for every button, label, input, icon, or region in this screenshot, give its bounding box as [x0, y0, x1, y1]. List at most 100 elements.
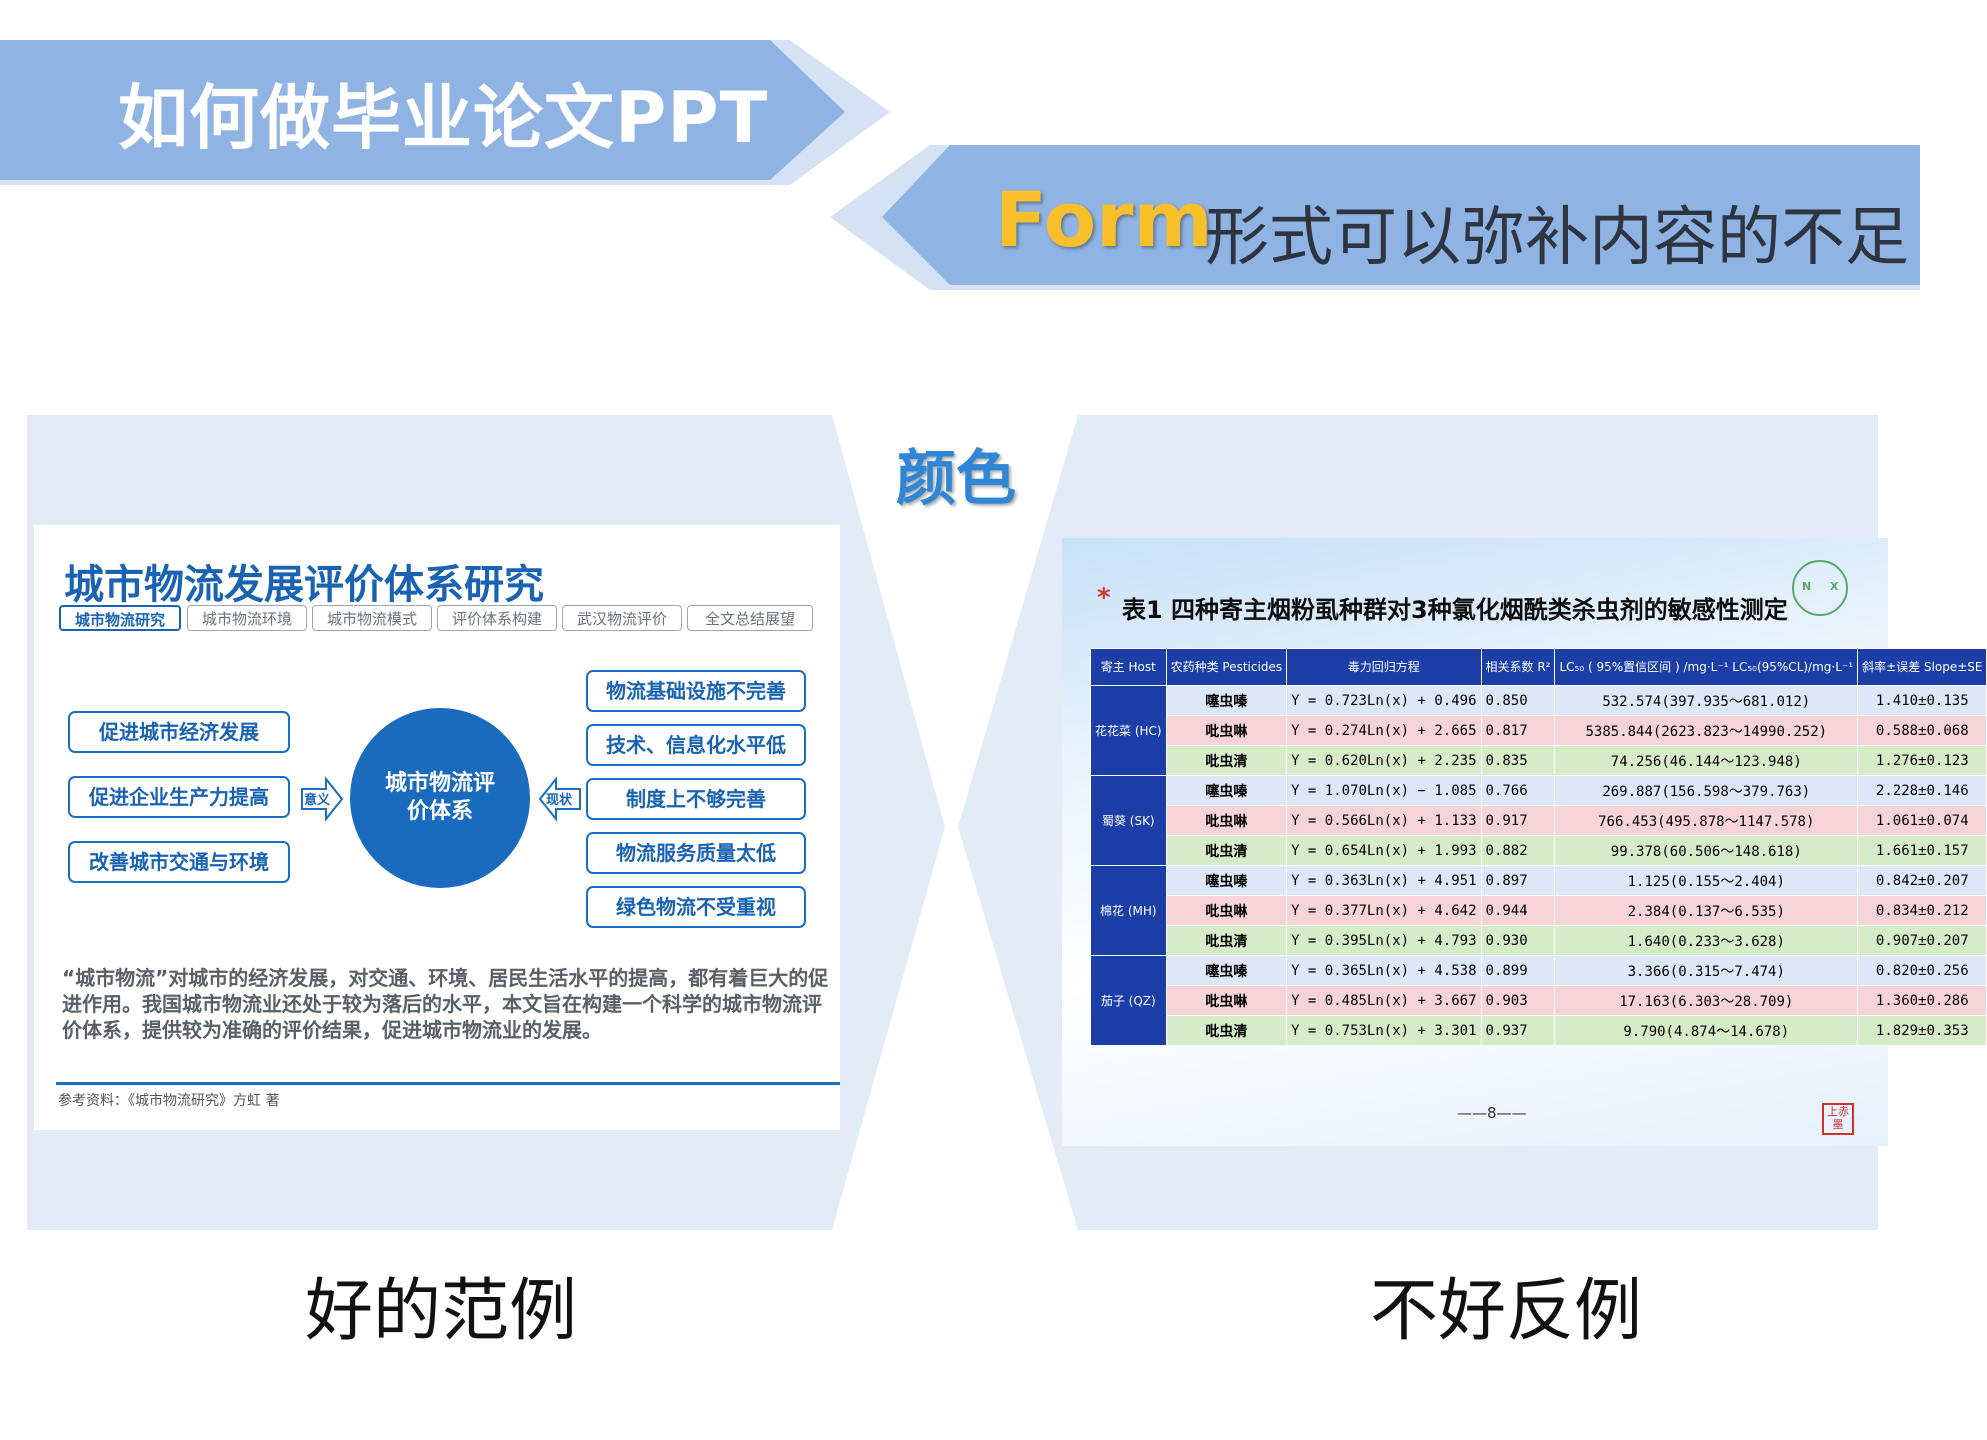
- lc-cell: 5385.844(2623.823～14990.252): [1554, 715, 1859, 746]
- r2-cell: 0.944: [1480, 895, 1556, 926]
- center-label: 颜色: [896, 444, 1016, 514]
- eq-cell: Y = 0.753Ln(x) + 3.301: [1286, 1015, 1482, 1046]
- slide-tab-4[interactable]: 评价体系构建: [437, 605, 557, 631]
- table-title: 表1 四种寄主烟粉虱种群对3种氯化烟酰类杀虫剂的敏感性测定: [1122, 596, 1788, 624]
- center-circle: 城市物流评价体系: [350, 708, 530, 888]
- seal-icon: 上赤 墨: [1822, 1103, 1854, 1135]
- eq-cell: Y = 0.377Ln(x) + 4.642: [1286, 895, 1482, 926]
- r2-cell: 0.817: [1480, 715, 1556, 746]
- slope-cell: 0.842±0.207: [1857, 865, 1987, 896]
- title-star: *: [1097, 583, 1111, 613]
- pest-cell: 噻虫嗪: [1165, 865, 1288, 896]
- slope-cell: 0.820±0.256: [1857, 955, 1987, 986]
- lc-cell: 3.366(0.315～7.474): [1554, 955, 1859, 986]
- logo-letter-x: X: [1830, 580, 1839, 593]
- lc-cell: 74.256(46.144～123.948): [1554, 745, 1859, 776]
- eq-cell: Y = 0.566Ln(x) + 1.133: [1286, 805, 1482, 836]
- eq-cell: Y = 0.365Ln(x) + 4.538: [1286, 955, 1482, 986]
- slide-paragraph: “城市物流”对城市的经济发展，对交通、环境、居民生活水平的提高，都有着巨大的促进…: [62, 966, 829, 1042]
- host-cell: 茄子 (QZ): [1090, 955, 1167, 1046]
- eq-cell: Y = 0.274Ln(x) + 2.665: [1286, 715, 1482, 746]
- lc-cell: 1.640(0.233～3.628): [1554, 925, 1859, 956]
- table-row: 吡虫啉 Y = 0.566Ln(x) + 1.133 0.917 766.453…: [1091, 805, 1987, 836]
- r2-cell: 0.766: [1480, 775, 1556, 806]
- right-box-5: 绿色物流不受重视: [586, 886, 806, 928]
- left-box-1: 促进城市经济发展: [68, 711, 290, 753]
- pest-cell: 吡虫啉: [1165, 715, 1288, 746]
- left-box-2: 促进企业生产力提高: [68, 776, 290, 818]
- right-arrow-icon: [538, 776, 581, 822]
- eq-cell: Y = 0.485Ln(x) + 3.667: [1286, 985, 1482, 1016]
- host-cell: 棉花 (MH): [1090, 865, 1167, 956]
- table-row: 花花菜 (HC) 噻虫嗪 Y = 0.723Ln(x) + 0.496 0.85…: [1090, 685, 1987, 776]
- subtitle-text: 形式可以弥补内容的不足: [1205, 201, 1909, 275]
- header-lc50: LC₅₀ ( 95%置信区间 ) /mg·L⁻¹ LC₅₀(95%CL)/mg·…: [1554, 648, 1859, 686]
- left-arrow-icon: [301, 776, 344, 822]
- lc-cell: 1.125(0.155～2.404): [1554, 865, 1859, 896]
- slope-cell: 1.829±0.353: [1857, 1015, 1987, 1046]
- eq-cell: Y = 1.070Ln(x) − 1.085: [1286, 775, 1482, 806]
- slide-tab-1[interactable]: 城市物流研究: [59, 605, 181, 631]
- r2-cell: 0.930: [1480, 925, 1556, 956]
- lc-cell: 9.790(4.874～14.678): [1554, 1015, 1859, 1046]
- right-box-1: 物流基础设施不完善: [586, 670, 806, 712]
- right-box-4: 物流服务质量太低: [586, 832, 806, 874]
- r2-cell: 0.897: [1480, 865, 1556, 896]
- r2-cell: 0.903: [1480, 985, 1556, 1016]
- page-title: 如何做毕业论文PPT: [118, 77, 769, 159]
- lc-cell: 99.378(60.506～148.618): [1554, 835, 1859, 866]
- subtitle-banner: [830, 145, 1920, 290]
- pest-cell: 吡虫清: [1165, 745, 1288, 776]
- r2-cell: 0.917: [1480, 805, 1556, 836]
- bad-example-slide: * 表1 四种寄主烟粉虱种群对3种氯化烟酰类杀虫剂的敏感性测定 N X 寄主 H…: [1062, 538, 1987, 1146]
- eq-cell: Y = 0.620Ln(x) + 2.235: [1286, 745, 1482, 776]
- lc-cell: 269.887(156.598～379.763): [1554, 775, 1859, 806]
- slide-tab-6[interactable]: 全文总结展望: [687, 605, 813, 631]
- right-arrow-label: 现状: [546, 793, 573, 808]
- table-row: 棉花 (MH) 噻虫嗪 Y = 0.363Ln(x) + 4.951 0.897…: [1090, 865, 1987, 956]
- right-box-3: 制度上不够完善: [586, 778, 806, 820]
- slide-reference: 参考资料：《城市物流研究》方虹 著: [58, 1093, 280, 1109]
- left-box-3: 改善城市交通与环境: [68, 841, 290, 883]
- slide-divider: [56, 1082, 840, 1085]
- lc-cell: 532.574(397.935～681.012): [1554, 685, 1859, 716]
- slide-tab-2[interactable]: 城市物流环境: [187, 605, 307, 631]
- good-example-slide: 城市物流发展评价体系研究 城市物流研究 城市物流环境 城市物流模式 评价体系构建…: [34, 525, 840, 1130]
- page-number: ——8——: [1457, 1104, 1527, 1122]
- r2-cell: 0.937: [1480, 1015, 1556, 1046]
- pest-cell: 吡虫清: [1165, 925, 1288, 956]
- slope-cell: 0.834±0.212: [1857, 895, 1987, 926]
- r2-cell: 0.835: [1480, 745, 1556, 776]
- r2-cell: 0.850: [1480, 685, 1556, 716]
- slope-cell: 1.661±0.157: [1857, 835, 1987, 866]
- slope-cell: 1.410±0.135: [1857, 685, 1987, 716]
- slope-cell: 0.588±0.068: [1857, 715, 1987, 746]
- subtitle-highlight: Form: [995, 175, 1213, 264]
- right-box-2: 技术、信息化水平低: [586, 724, 806, 766]
- table-row: 吡虫啉 Y = 0.274Ln(x) + 2.665 0.817 5385.84…: [1091, 715, 1987, 746]
- pest-cell: 噻虫嗪: [1165, 685, 1288, 716]
- table-row: 吡虫啉 Y = 0.377Ln(x) + 4.642 0.944 2.384(0…: [1091, 895, 1987, 926]
- table-row: 吡虫清 Y = 0.620Ln(x) + 2.235 0.835 74.256(…: [1091, 745, 1987, 776]
- table-row: 蜀葵 (SK) 噻虫嗪 Y = 1.070Ln(x) − 1.085 0.766…: [1090, 775, 1987, 866]
- slope-cell: 1.061±0.074: [1857, 805, 1987, 836]
- slope-cell: 1.276±0.123: [1857, 745, 1987, 776]
- slide-tab-5[interactable]: 武汉物流评价: [562, 605, 682, 631]
- slope-cell: 0.907±0.207: [1857, 925, 1987, 956]
- r2-cell: 0.899: [1480, 955, 1556, 986]
- lc-cell: 766.453(495.878～1147.578): [1554, 805, 1859, 836]
- good-caption: 好的范例: [305, 1272, 578, 1351]
- table-row: 吡虫啉 Y = 0.485Ln(x) + 3.667 0.903 17.163(…: [1091, 985, 1987, 1016]
- slide-tab-3[interactable]: 城市物流模式: [312, 605, 432, 631]
- pest-cell: 噻虫嗪: [1165, 775, 1288, 806]
- header-host: 寄主 Host: [1090, 648, 1167, 686]
- slope-cell: 2.228±0.146: [1857, 775, 1987, 806]
- pest-cell: 吡虫清: [1165, 835, 1288, 866]
- pest-cell: 噻虫嗪: [1165, 955, 1288, 986]
- eq-cell: Y = 0.395Ln(x) + 4.793: [1286, 925, 1482, 956]
- logo-icon: N X: [1792, 560, 1848, 616]
- header-pesticides: 农药种类 Pesticides: [1165, 648, 1288, 686]
- left-arrow-label: 意义: [304, 793, 331, 808]
- header-slope: 斜率±误差 Slope±SE: [1857, 648, 1987, 686]
- host-cell: 蜀葵 (SK): [1090, 775, 1167, 866]
